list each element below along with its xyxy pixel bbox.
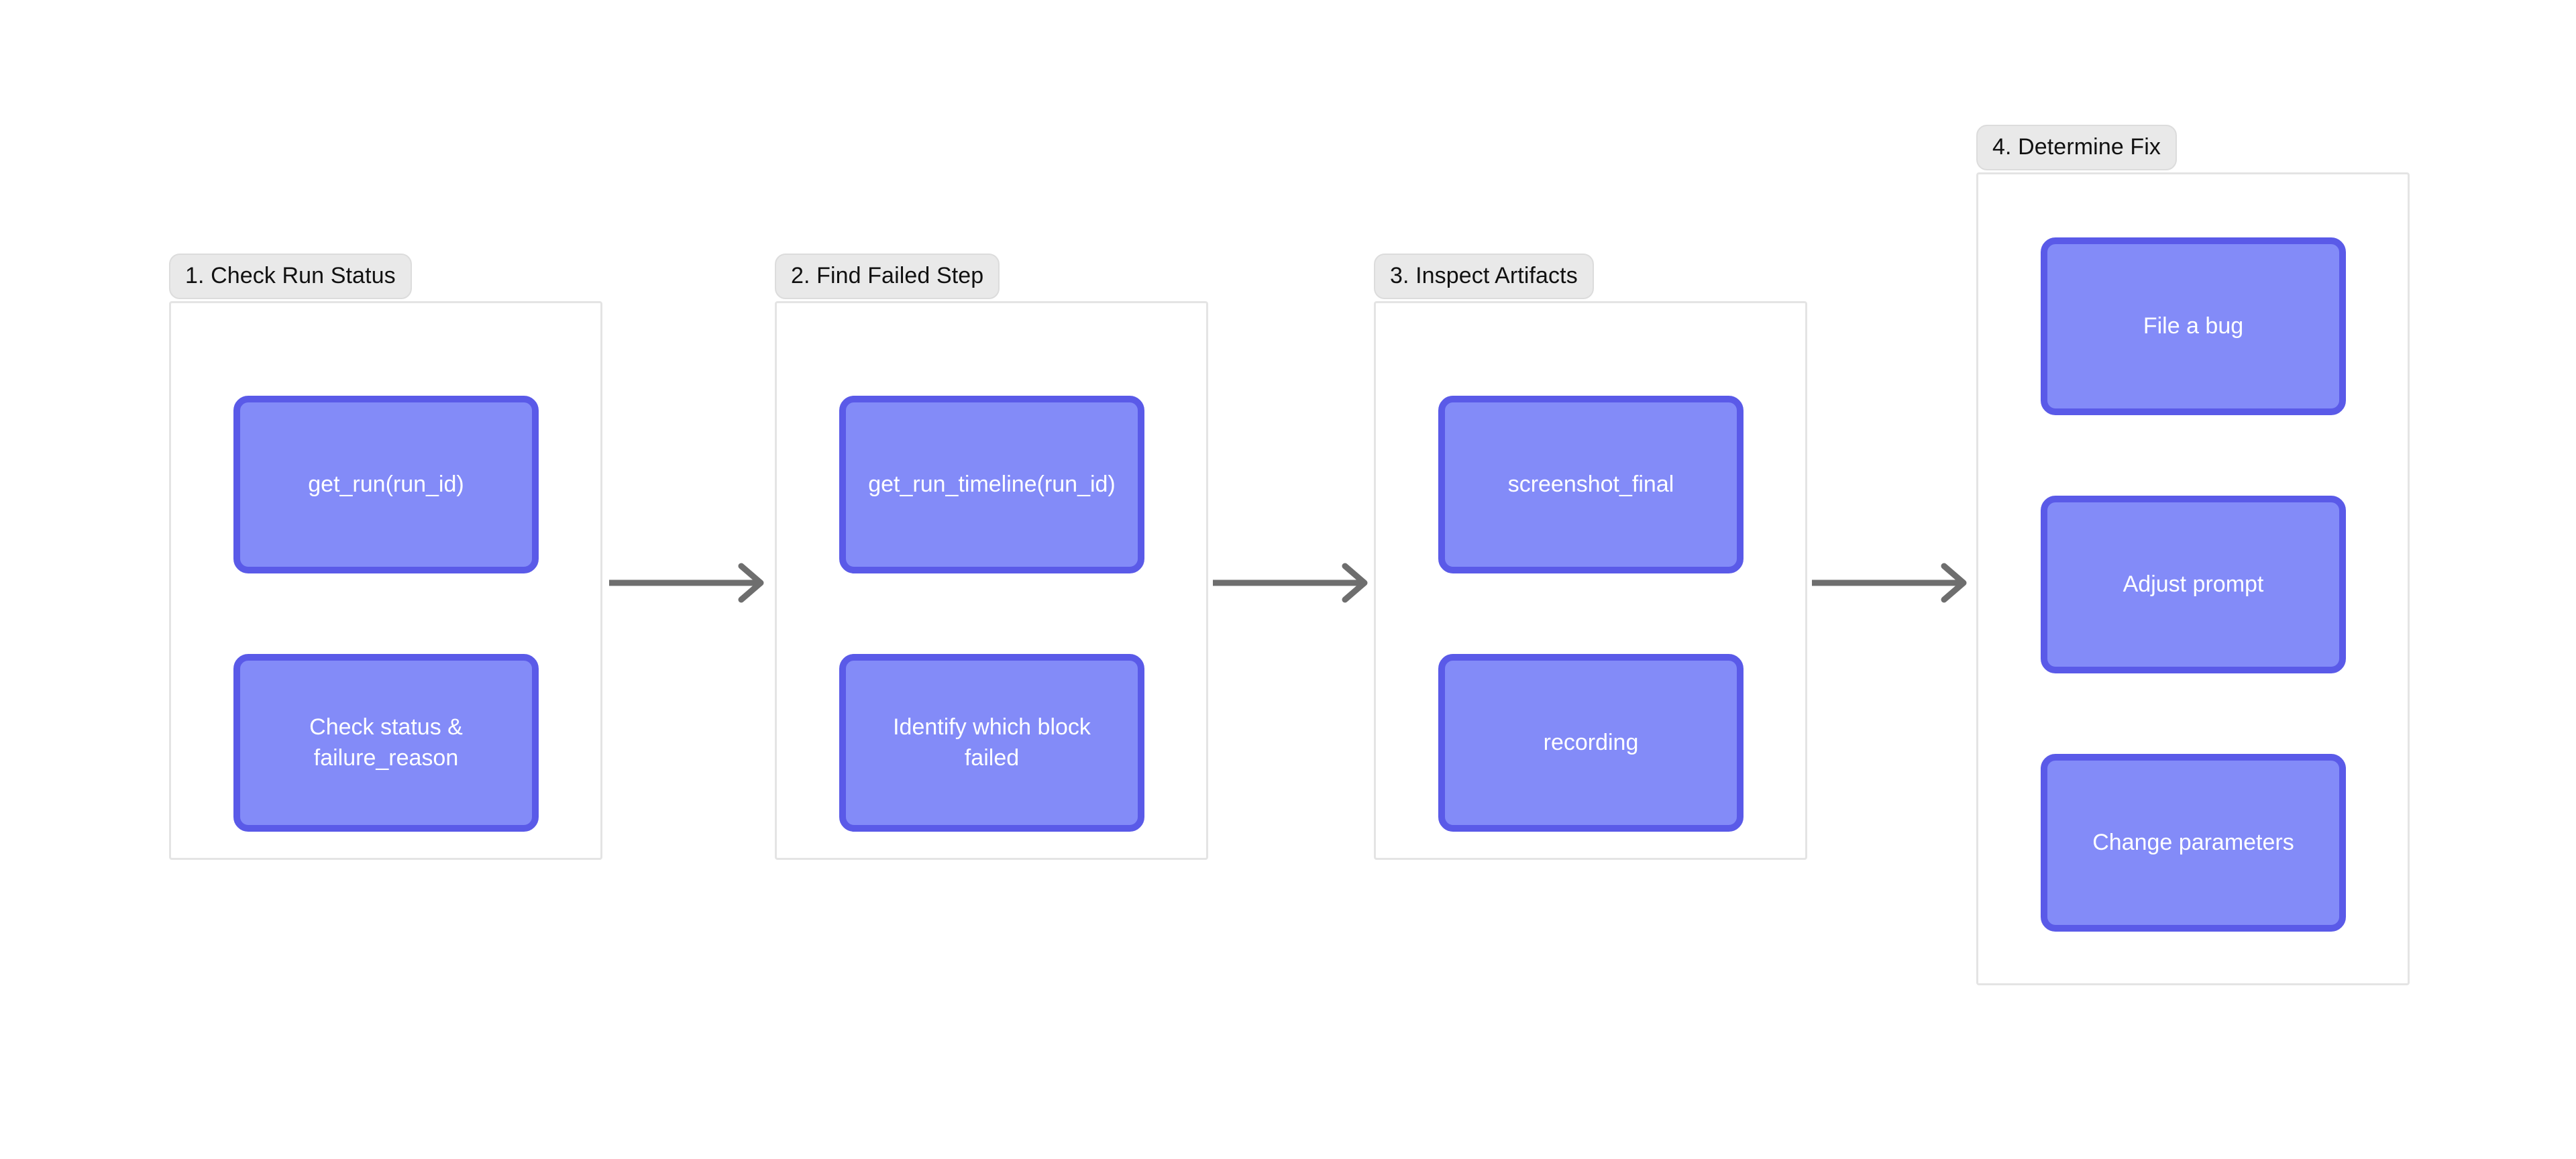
group-label-inspect-artifacts: 3. Inspect Artifacts [1374, 254, 1594, 299]
node-file-a-bug[interactable]: File a bug [2041, 237, 2346, 415]
node-screenshot-final[interactable]: screenshot_final [1438, 396, 1743, 573]
node-check-status[interactable]: Check status & failure_reason [233, 654, 539, 832]
node-get-run[interactable]: get_run(run_id) [233, 396, 539, 573]
arrow-group3-to-group4 [1812, 563, 1967, 603]
node-label-adjust-prompt: Adjust prompt [2123, 571, 2264, 597]
node-label-file-a-bug: File a bug [2143, 313, 2244, 339]
node-label-screenshot-final: screenshot_final [1507, 471, 1674, 497]
arrow-group2-to-group3 [1213, 563, 1368, 603]
node-adjust-prompt[interactable]: Adjust prompt [2041, 496, 2346, 673]
node-label-check-status: Check status & failure_reason [309, 714, 463, 771]
group-inspect-artifacts: 3. Inspect Artifacts screenshot_final re… [1374, 254, 1807, 860]
node-label-get-run-timeline: get_run_timeline(run_id) [868, 471, 1116, 497]
group-check-run-status: 1. Check Run Status get_run(run_id) Chec… [169, 254, 602, 860]
group-determine-fix: 4. Determine Fix File a bug Adjust promp… [1976, 125, 2410, 985]
node-label-recording: recording [1543, 729, 1639, 755]
group-find-failed-step: 2. Find Failed Step get_run_timeline(run… [775, 254, 1208, 860]
group-label-find-failed-step: 2. Find Failed Step [775, 254, 1000, 299]
group-label-determine-fix: 4. Determine Fix [1976, 125, 2178, 170]
node-get-run-timeline[interactable]: get_run_timeline(run_id) [839, 396, 1144, 573]
node-recording[interactable]: recording [1438, 654, 1743, 832]
node-label-change-parameters: Change parameters [2092, 829, 2294, 855]
node-change-parameters[interactable]: Change parameters [2041, 754, 2346, 932]
group-label-check-run-status: 1. Check Run Status [169, 254, 412, 299]
node-label-identify-block: Identify which block failed [893, 714, 1091, 771]
node-label-get-run: get_run(run_id) [308, 471, 464, 497]
node-identify-block[interactable]: Identify which block failed [839, 654, 1144, 832]
arrow-group1-to-group2 [609, 563, 764, 603]
